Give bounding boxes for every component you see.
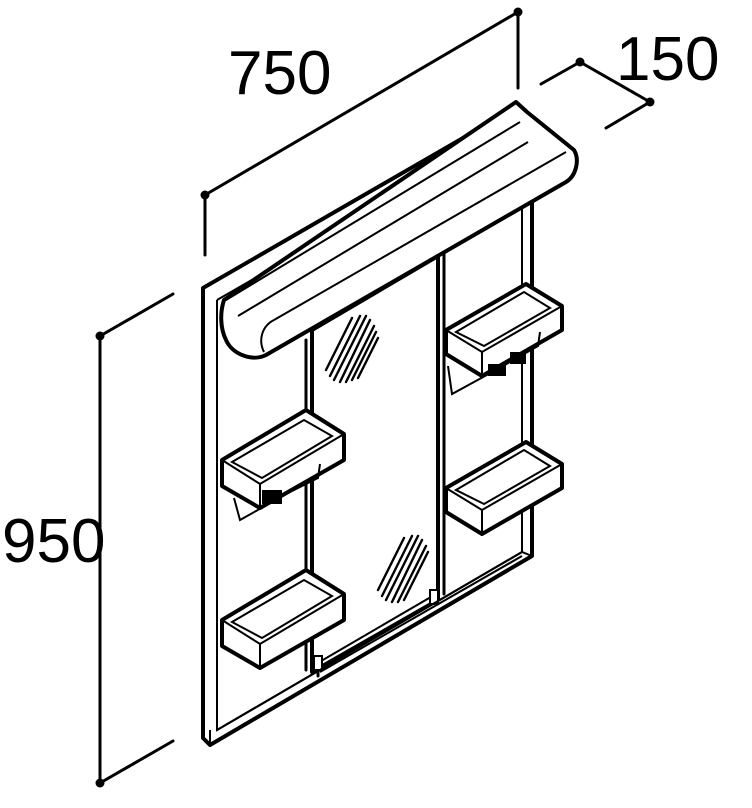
height-dimension: 950 [2,292,175,788]
left-upper-shelf [220,408,346,522]
width-label: 750 [228,39,331,108]
mirror-reflection-upper [324,314,380,384]
depth-label: 150 [616,25,719,94]
left-lower-shelf [220,568,346,670]
width-dimension: 750 [200,7,523,257]
right-upper-shelf [444,282,564,396]
cabinet [201,100,579,747]
mirror-reflection-lower [376,534,430,604]
depth-dimension: 150 [539,25,719,130]
right-lower-shelf [444,440,564,536]
height-label: 950 [2,507,105,576]
cabinet-bottom-edge [209,550,533,745]
